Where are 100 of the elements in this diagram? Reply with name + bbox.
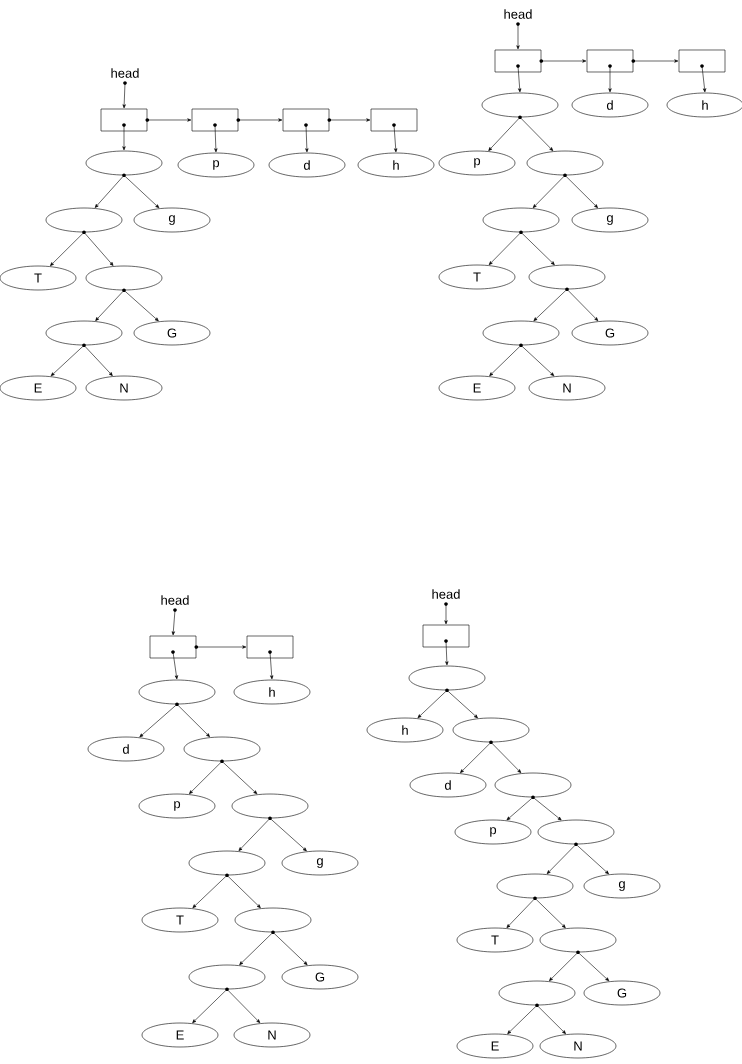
arrow xyxy=(446,690,478,719)
arrow xyxy=(608,65,612,93)
list-box xyxy=(678,49,726,73)
arrow xyxy=(517,65,522,93)
arrow xyxy=(122,82,126,109)
tree-node: G xyxy=(133,320,211,346)
tree-node xyxy=(482,320,560,348)
tree-node: h xyxy=(366,717,444,743)
tree-node: N xyxy=(85,375,163,401)
tree-node: N xyxy=(539,1033,617,1059)
tree-node: d xyxy=(87,736,165,762)
arrow xyxy=(50,345,85,377)
arrow xyxy=(123,290,159,322)
tree-node xyxy=(231,793,309,821)
arrow xyxy=(460,742,492,774)
arrow xyxy=(506,797,534,821)
tree-node xyxy=(528,264,606,292)
arrow xyxy=(533,289,568,322)
tree-node: g xyxy=(571,207,649,233)
tree-node xyxy=(539,927,617,955)
arrow xyxy=(238,818,271,851)
arrow xyxy=(329,118,371,122)
arrow xyxy=(269,651,274,680)
tree-node: p xyxy=(138,793,216,819)
tree-node: p xyxy=(454,819,532,845)
arrow xyxy=(445,640,449,666)
arrow xyxy=(214,124,218,153)
list-box xyxy=(370,108,418,132)
arrow xyxy=(172,651,178,680)
arrow xyxy=(94,175,125,208)
tree-node xyxy=(494,772,572,800)
arrow xyxy=(122,124,126,151)
arrow xyxy=(534,898,566,929)
tree-node: E xyxy=(456,1033,534,1059)
arrow xyxy=(147,118,192,122)
tree-node: N xyxy=(233,1022,311,1048)
tree-node xyxy=(188,964,266,992)
tree-node xyxy=(45,320,123,348)
tree-node: d xyxy=(571,92,649,118)
list-box xyxy=(191,108,241,132)
arrow xyxy=(520,232,555,266)
tree-node xyxy=(496,873,574,901)
arrow xyxy=(196,645,247,649)
arrow xyxy=(123,175,160,209)
arrow xyxy=(95,290,125,321)
tree-node xyxy=(183,736,261,764)
arrow xyxy=(489,345,522,377)
tree-node xyxy=(537,819,615,847)
list-box xyxy=(282,108,332,132)
arrow xyxy=(176,704,210,738)
tree-node xyxy=(481,92,559,120)
arrow xyxy=(50,232,85,267)
tree-node: G xyxy=(583,980,661,1006)
tree-node xyxy=(138,679,216,707)
tree-node: E xyxy=(141,1022,219,1048)
tree-node xyxy=(85,150,163,178)
arrow xyxy=(577,952,610,982)
tree-node: G xyxy=(571,320,649,346)
list-box xyxy=(149,635,199,659)
arrow xyxy=(83,232,114,266)
tree-node: d xyxy=(409,772,487,798)
arrow xyxy=(192,989,228,1024)
tree-node xyxy=(526,150,604,178)
arrow xyxy=(272,932,308,966)
tree-node xyxy=(188,850,266,878)
tree-node xyxy=(45,207,123,235)
arrow xyxy=(83,345,113,376)
tree-node xyxy=(498,980,576,1008)
arrow xyxy=(171,609,176,636)
tree-node: N xyxy=(528,375,606,401)
arrow xyxy=(226,875,261,909)
arrow xyxy=(516,23,520,50)
arrow xyxy=(238,118,283,122)
arrow xyxy=(226,989,261,1023)
arrow xyxy=(566,289,599,321)
arrow xyxy=(546,844,577,874)
tree-node xyxy=(408,665,486,693)
arrow xyxy=(139,704,178,738)
arrow xyxy=(305,124,309,153)
tree-node xyxy=(234,907,312,935)
tree-node: T xyxy=(438,264,516,290)
arrow xyxy=(541,59,587,63)
arrow xyxy=(506,898,536,928)
list-box xyxy=(494,49,544,73)
arrow xyxy=(520,345,555,377)
tree-node: G xyxy=(281,964,359,990)
tree-node: T xyxy=(456,927,534,953)
arrow xyxy=(444,603,448,625)
tree-node xyxy=(85,265,163,293)
head-label: head xyxy=(432,589,460,606)
list-box xyxy=(586,49,636,73)
tree-node: d xyxy=(268,152,346,178)
arrow xyxy=(532,175,566,208)
tree-node: p xyxy=(177,152,255,178)
arrow xyxy=(393,124,398,153)
arrow xyxy=(269,818,307,852)
arrow xyxy=(575,844,609,875)
tree-node: T xyxy=(0,265,77,291)
tree-node: g xyxy=(281,850,359,876)
tree-node: h xyxy=(666,92,742,118)
